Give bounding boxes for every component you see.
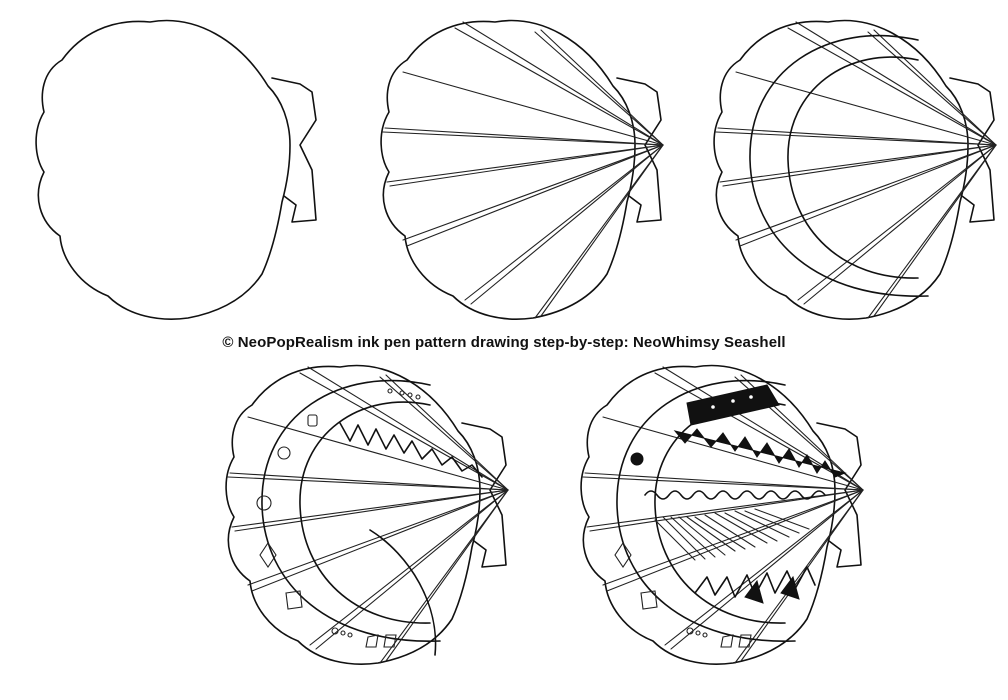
radial-ribs [715,21,997,319]
zigzag-band [339,422,483,478]
black-band [686,384,780,426]
ornament-shapes [256,388,421,648]
radial-ribs [582,366,864,664]
step-1-outline [35,19,317,320]
radial-ribs [227,366,509,664]
step-4-patterns [225,364,509,665]
swoosh-curve [369,529,437,656]
black-teeth [673,428,847,478]
radial-ribs [382,21,664,319]
ornament-shapes [614,395,753,648]
step-3-arcs [713,19,997,320]
dot [630,452,644,466]
inner-arc [787,56,919,279]
caption-text: © NeoPopRealism ink pen pattern drawing … [222,334,786,351]
step-5-filled [580,364,864,665]
hatching [654,508,810,561]
step-2-ribs [380,19,664,320]
wavy-line [644,490,826,500]
outer-arc [749,34,929,297]
